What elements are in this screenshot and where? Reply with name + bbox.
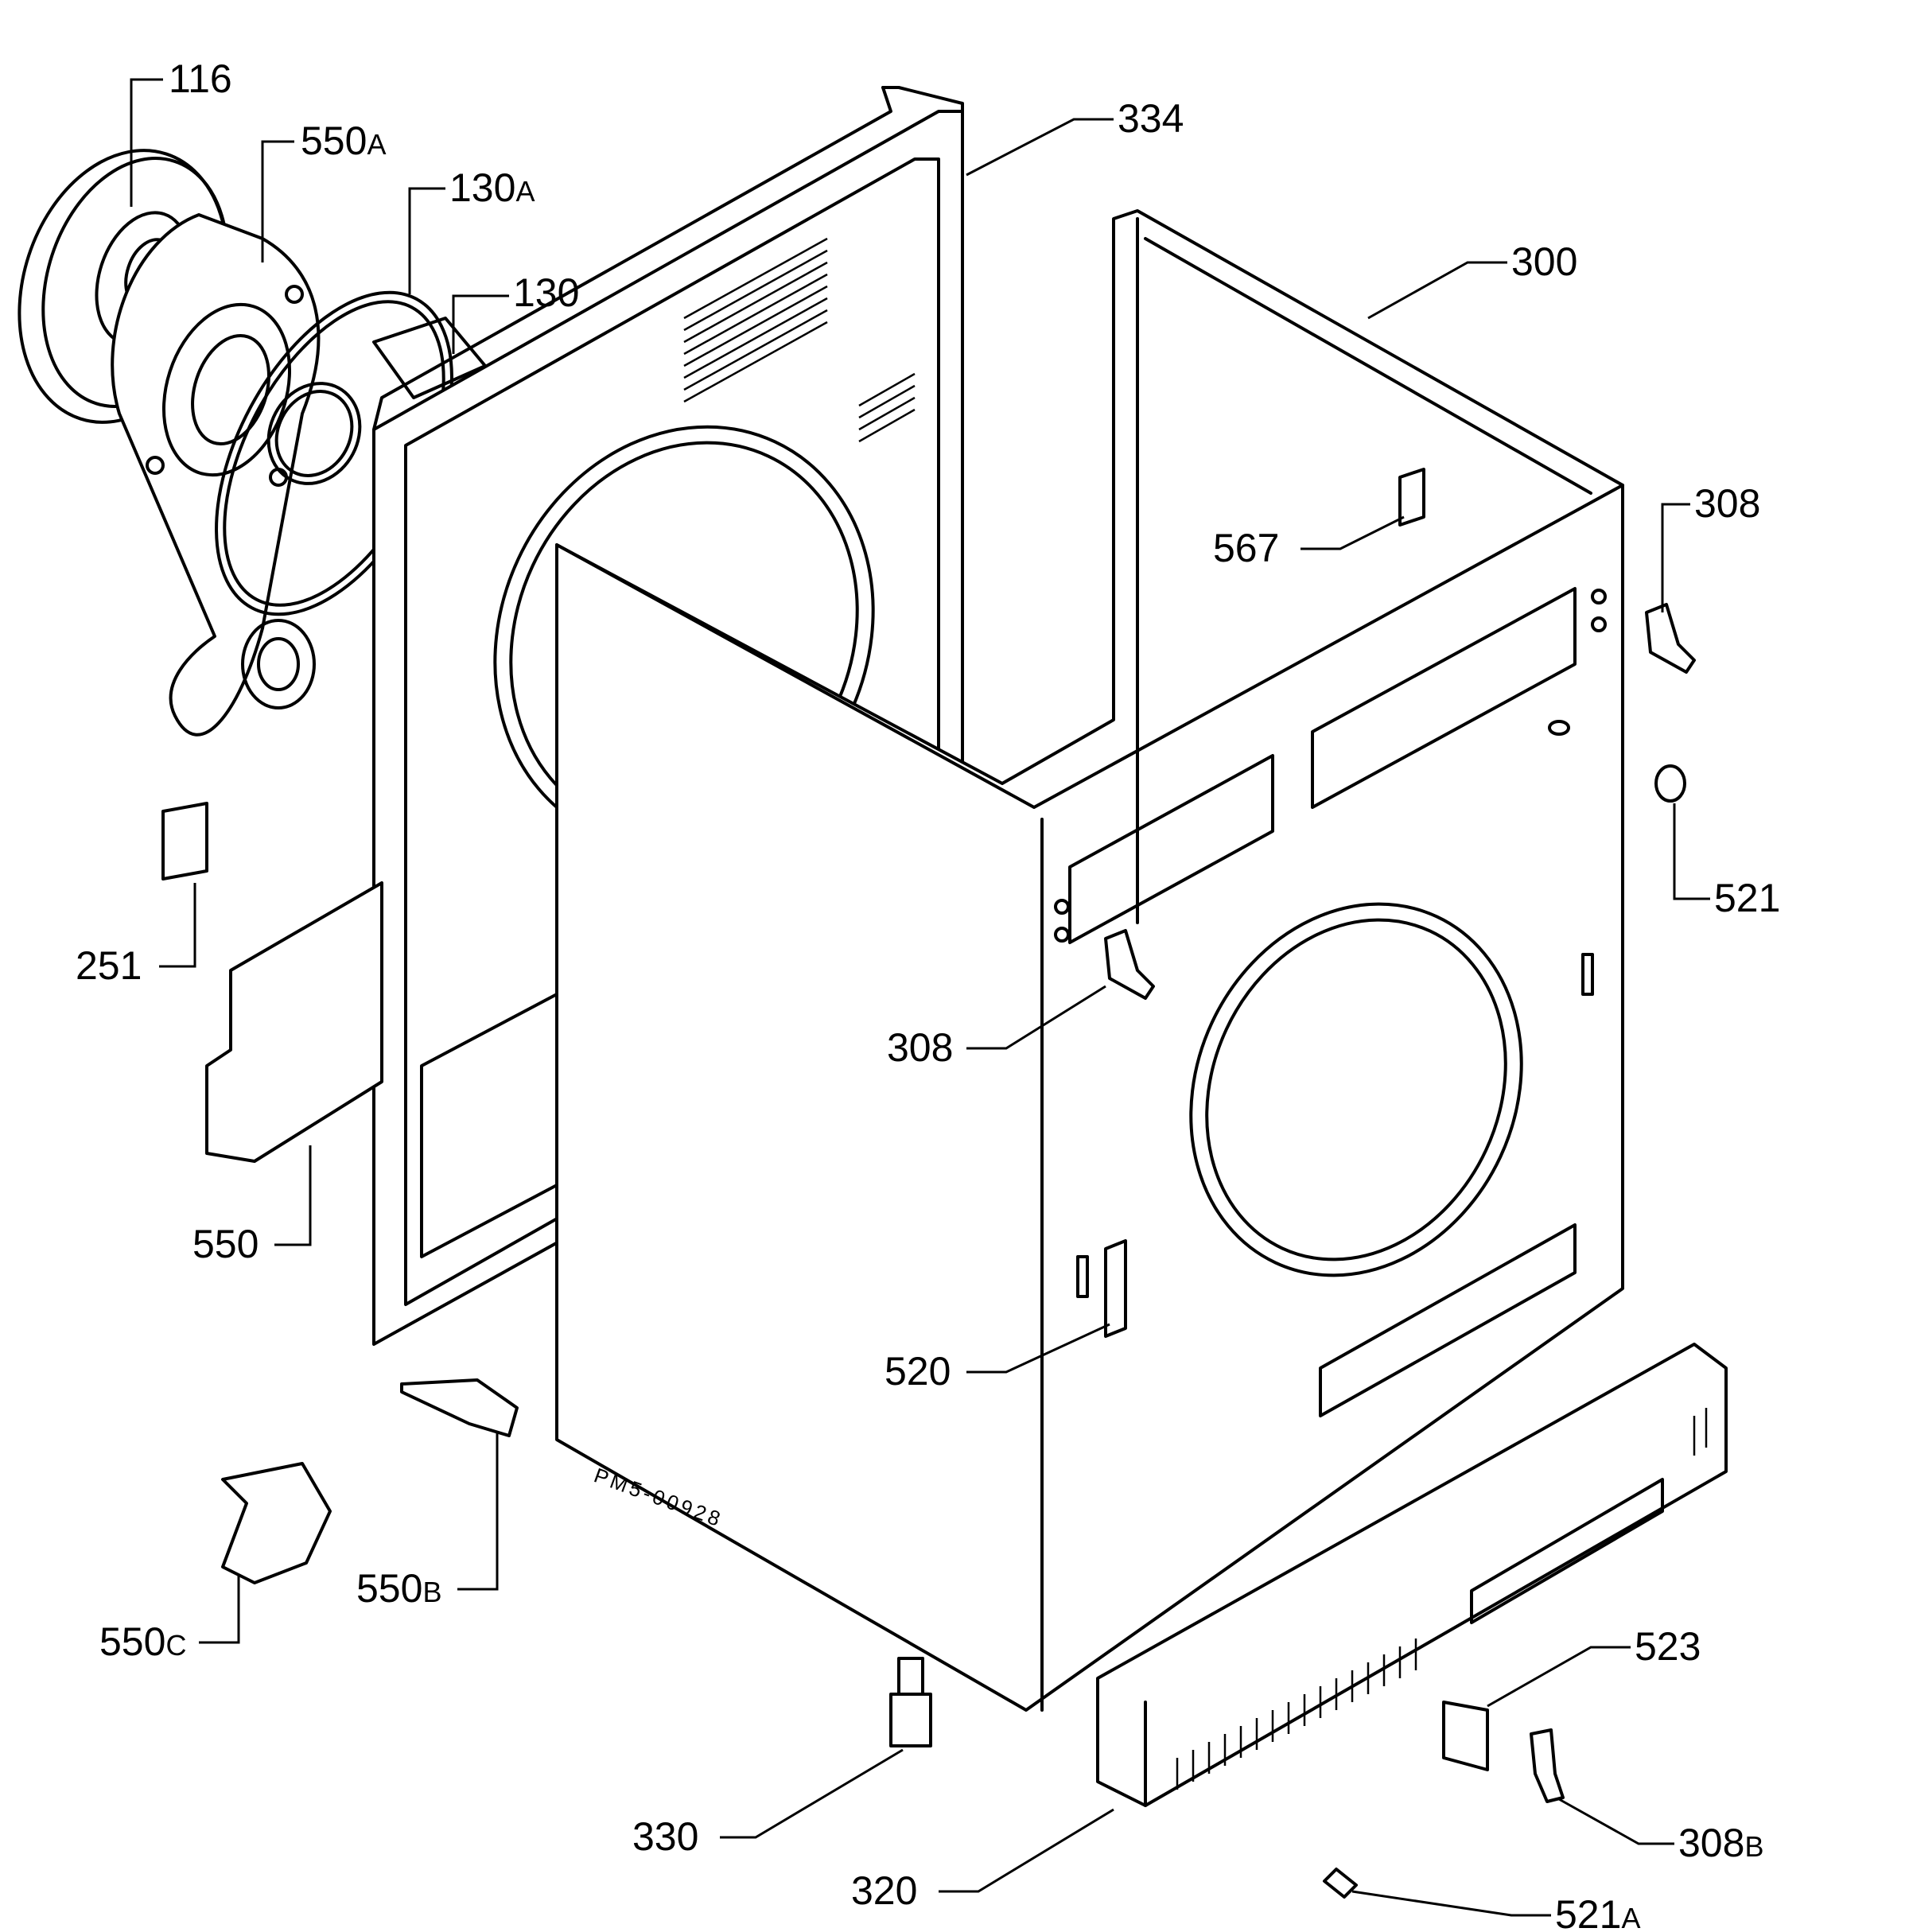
callout-308-center: 308 [887,1025,953,1070]
leader-lines [130,78,1710,1917]
part-567-clip [1398,468,1425,527]
callout-130a: 130A [449,165,535,210]
callout-550: 550 [192,1222,259,1266]
callout-550b: 550B [356,1566,441,1611]
part-550b-foot-bracket [400,1378,519,1437]
callout-130: 130 [513,270,579,315]
part-300-cabinet [555,209,1624,1712]
callout-300: 300 [1511,239,1577,284]
part-330-foot [889,1657,932,1747]
callout-308-right: 308 [1694,481,1760,526]
callout-521a: 521A [1555,1892,1640,1932]
callout-550c: 550C [99,1619,186,1664]
part-550-support-bracket [205,881,383,1163]
callout-567: 567 [1213,526,1279,570]
part-523-plate [1442,1701,1489,1771]
part-550a-motor-plate [111,213,321,737]
part-550c-foot-bracket [221,1462,332,1584]
callout-320: 320 [851,1868,917,1913]
part-308-bracket-right [1645,603,1696,674]
part-308-bracket-center [1104,929,1155,1000]
callout-550a: 550A [301,119,386,163]
callout-334: 334 [1118,96,1184,141]
part-521a-screw [1323,1868,1358,1899]
part-520-latch [1104,1239,1127,1338]
callout-330: 330 [632,1814,698,1859]
callout-308b: 308B [1678,1821,1763,1865]
part-251-filter-pad [161,802,208,880]
callout-523: 523 [1635,1624,1701,1669]
part-320-plinth [1096,1343,1728,1807]
part-521-cap [1654,764,1686,803]
callout-251: 251 [76,943,142,988]
part-308b-bracket [1530,1728,1565,1803]
callout-116: 116 [169,56,232,101]
callout-labels: 116 550A 130A 130 334 300 308 567 521 25… [76,56,1780,1932]
callout-521: 521 [1714,876,1780,920]
callout-520: 520 [885,1349,951,1394]
